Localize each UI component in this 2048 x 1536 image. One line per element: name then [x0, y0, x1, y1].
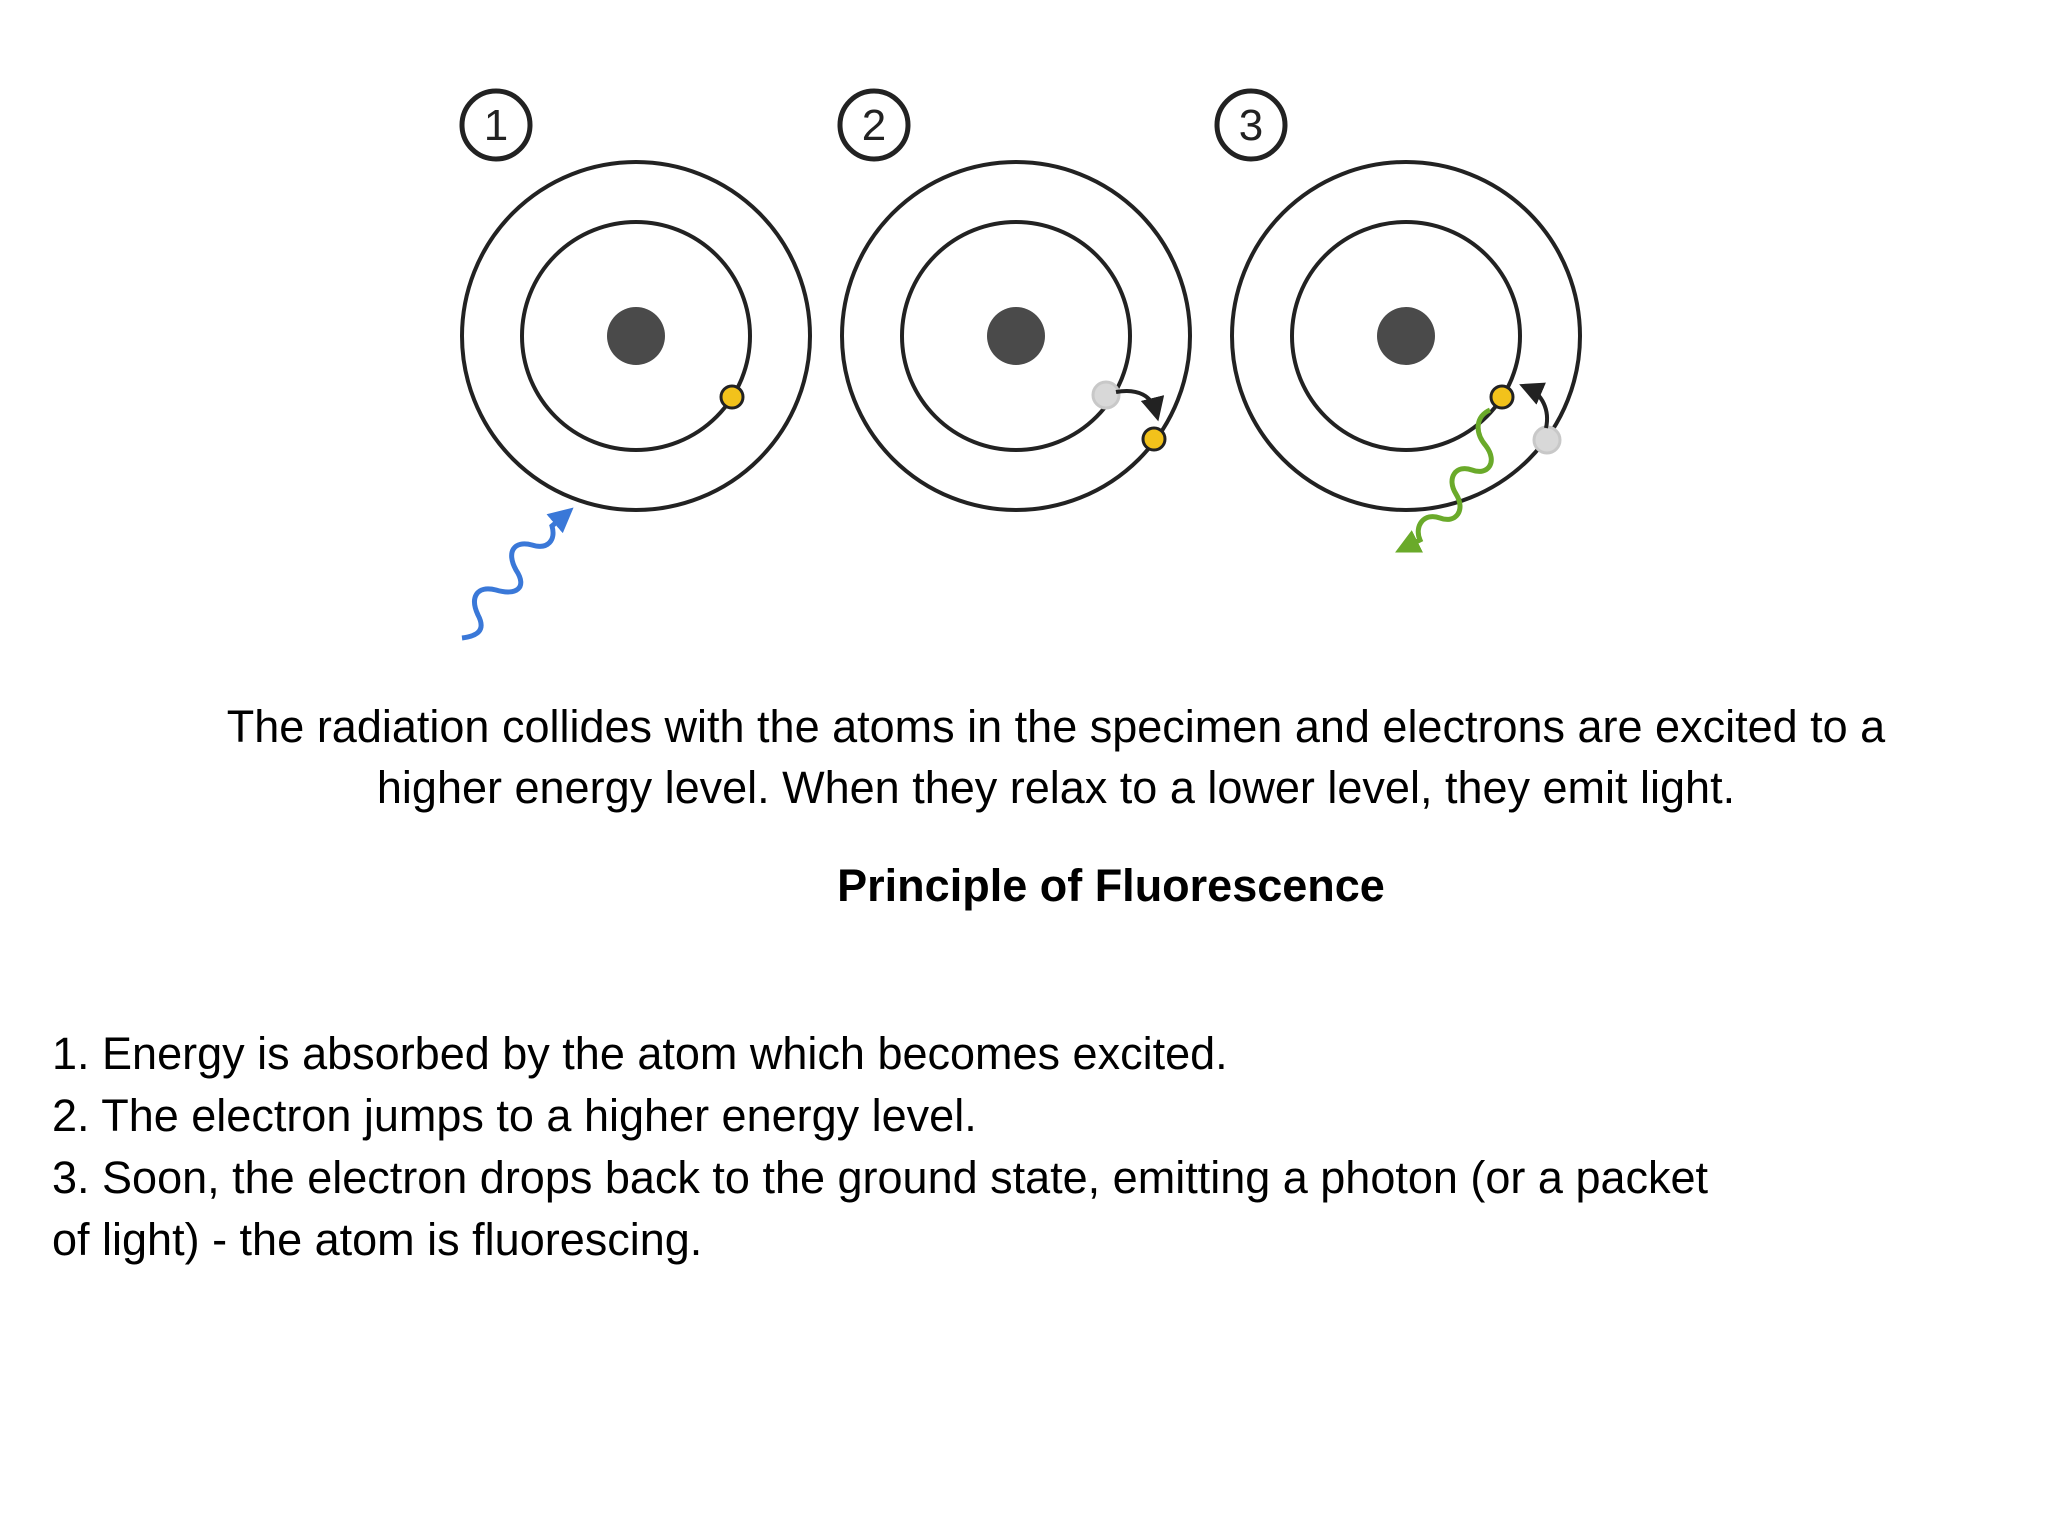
panel-1-outer-orbit: [460, 160, 812, 512]
emitted-photon-wavy-arrow-icon: [1395, 407, 1494, 553]
nucleus-icon: [1377, 307, 1435, 365]
panel-2-number-badge: 2: [837, 88, 911, 162]
panel-3: 3: [1214, 88, 1582, 553]
panel-1-number: 1: [484, 101, 508, 150]
jump-arrow-icon: [1115, 389, 1165, 422]
page-title: Principle of Fluorescence: [837, 860, 1385, 911]
panel-1-number-badge: 1: [459, 88, 533, 162]
incoming-photon-wavy-arrow-icon: [461, 507, 574, 641]
caption-line-1: The radiation collides with the atoms in…: [226, 701, 1886, 752]
fluorescence-diagram: 1 2 3: [459, 88, 1582, 641]
caption-line-2: higher energy level. When they relax to …: [376, 762, 1736, 813]
ghost-electron-icon: [1091, 380, 1121, 410]
panel-1: 1: [459, 88, 812, 641]
panel-2-number: 2: [862, 101, 886, 150]
panel-2-outer-orbit: [840, 160, 1192, 512]
electron-icon: [719, 384, 745, 410]
panel-3-inner-orbit: [1290, 220, 1522, 452]
panel-1-inner-orbit: [520, 220, 752, 452]
panel-3-number-badge: 3: [1214, 88, 1288, 162]
step-2: 2. The electron jumps to a higher energy…: [52, 1090, 977, 1141]
panel-3-number: 3: [1239, 101, 1263, 150]
ghost-electron-icon: [1532, 425, 1562, 455]
panel-2: 2: [837, 88, 1192, 512]
step-3: 3. Soon, the electron drops back to the …: [52, 1152, 1709, 1203]
step-1: 1. Energy is absorbed by the atom which …: [52, 1028, 1228, 1079]
diagram-caption: The radiation collides with the atoms in…: [100, 696, 2012, 818]
nucleus-icon: [607, 307, 665, 365]
step-3-continued: of light) - the atom is fluorescing.: [52, 1214, 703, 1265]
electron-icon: [1489, 384, 1515, 410]
panel-2-inner-orbit: [900, 220, 1132, 452]
drop-arrow-icon: [1519, 382, 1549, 429]
panel-3-outer-orbit: [1230, 160, 1582, 512]
steps-list: 1. Energy is absorbed by the atom which …: [52, 1023, 1992, 1271]
electron-icon: [1141, 426, 1167, 452]
nucleus-icon: [987, 307, 1045, 365]
